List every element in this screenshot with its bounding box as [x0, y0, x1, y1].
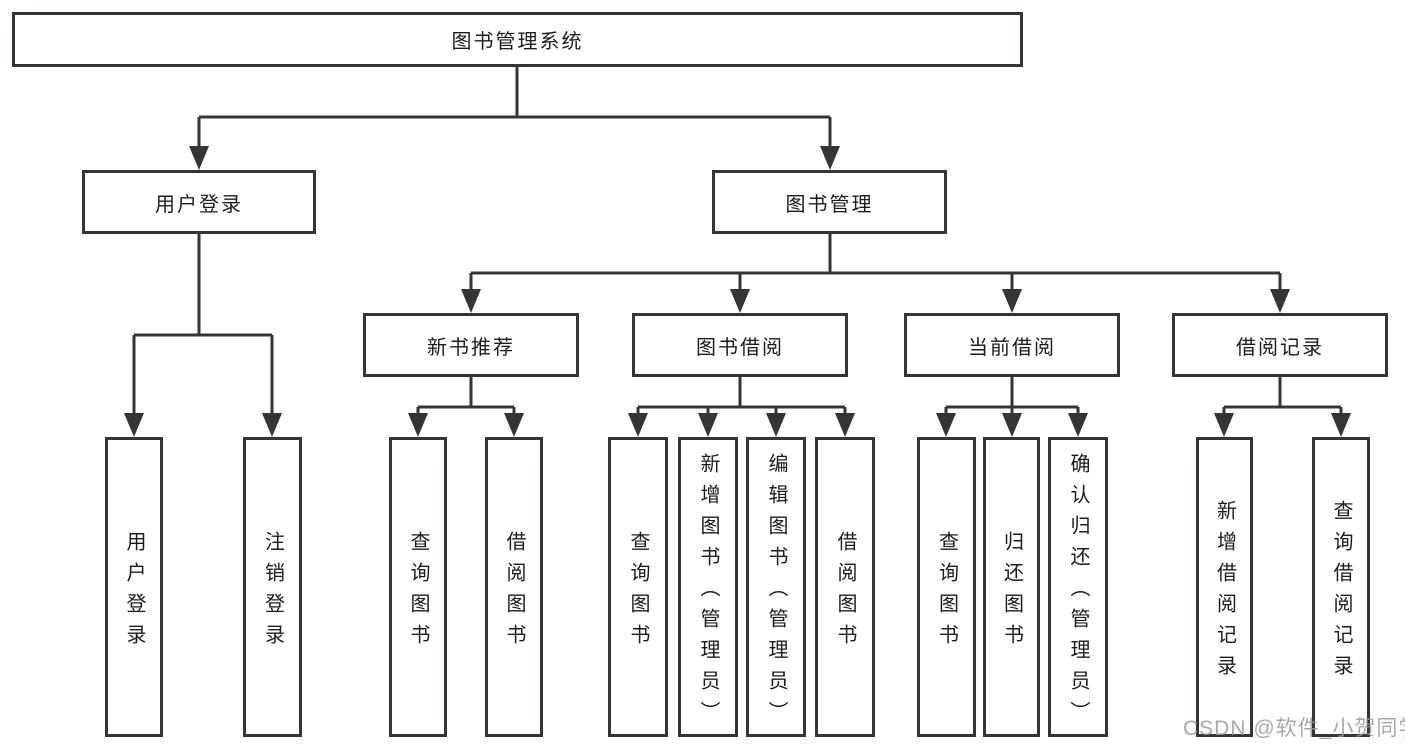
leaf-return-book: 归还图书: [983, 437, 1040, 737]
leaf-logout-label: 注销登录: [261, 530, 284, 655]
leaf-query-books-current-label: 查询图书: [935, 530, 958, 655]
edge-current-borrow-to-leaves: [936, 377, 1088, 437]
node-borrowing-records-label: 借阅记录: [1236, 336, 1324, 359]
leaf-return-book-label: 归还图书: [1000, 530, 1023, 655]
node-book-borrowing-label: 图书借阅: [696, 336, 784, 359]
node-user-login-label: 用户登录: [155, 193, 243, 216]
node-book-management: 图书管理: [712, 170, 947, 234]
node-book-borrowing: 图书借阅: [632, 313, 848, 377]
leaf-borrow-books-recommend-label: 借阅图书: [503, 530, 525, 655]
leaf-query-books-recommend: 查询图书: [389, 437, 447, 737]
edge-book-mgmt-to-level3: [461, 234, 1290, 313]
edge-root-to-level2: [189, 66, 840, 170]
watermark: CSDN @软件_小贺同学: [1183, 717, 1405, 740]
leaf-user-login-label: 用户登录: [123, 530, 145, 655]
leaf-borrow-books: 借阅图书: [815, 437, 875, 737]
leaf-query-books-borrow: 查询图书: [608, 437, 668, 737]
node-library-system-label: 图书管理系统: [451, 31, 584, 53]
leaf-borrow-books-label: 借阅图书: [834, 530, 856, 655]
node-user-login: 用户登录: [82, 170, 316, 234]
leaf-confirm-return-admin-label: 确认归还（管理员）: [1067, 453, 1089, 732]
leaf-edit-book-admin-label: 编辑图书（管理员）: [765, 453, 787, 732]
leaf-query-books-borrow-label: 查询图书: [627, 530, 649, 655]
node-current-borrowing: 当前借阅: [904, 313, 1120, 377]
edge-new-book-rec-to-leaves: [408, 377, 524, 437]
leaf-query-books-current: 查询图书: [917, 437, 976, 737]
leaf-add-book-admin-label: 新增图书（管理员）: [697, 453, 719, 732]
node-borrowing-records: 借阅记录: [1172, 313, 1388, 377]
node-library-system: 图书管理系统: [12, 12, 1023, 67]
node-new-book-recommend-label: 新书推荐: [427, 336, 515, 359]
leaf-borrow-books-recommend: 借阅图书: [485, 437, 543, 737]
leaf-edit-book-admin: 编辑图书（管理员）: [746, 437, 806, 737]
node-new-book-recommend: 新书推荐: [363, 313, 579, 377]
edge-book-borrow-to-leaves: [628, 377, 855, 437]
leaf-user-login: 用户登录: [105, 437, 163, 737]
leaf-confirm-return-admin: 确认归还（管理员）: [1048, 437, 1108, 737]
leaf-query-borrow-record-label: 查询借阅记录: [1330, 499, 1352, 686]
leaf-query-borrow-record: 查询借阅记录: [1312, 437, 1370, 737]
leaf-query-books-recommend-label: 查询图书: [407, 530, 429, 655]
leaf-add-borrow-record: 新增借阅记录: [1196, 437, 1253, 737]
node-book-management-label: 图书管理: [785, 193, 874, 216]
leaf-logout: 注销登录: [243, 437, 302, 737]
leaf-add-borrow-record-label: 新增借阅记录: [1213, 499, 1236, 686]
edge-user-login-to-leaves: [124, 234, 282, 437]
edge-borrow-records-to-leaves: [1214, 377, 1351, 437]
leaf-add-book-admin: 新增图书（管理员）: [678, 437, 738, 737]
node-current-borrowing-label: 当前借阅: [968, 336, 1056, 359]
